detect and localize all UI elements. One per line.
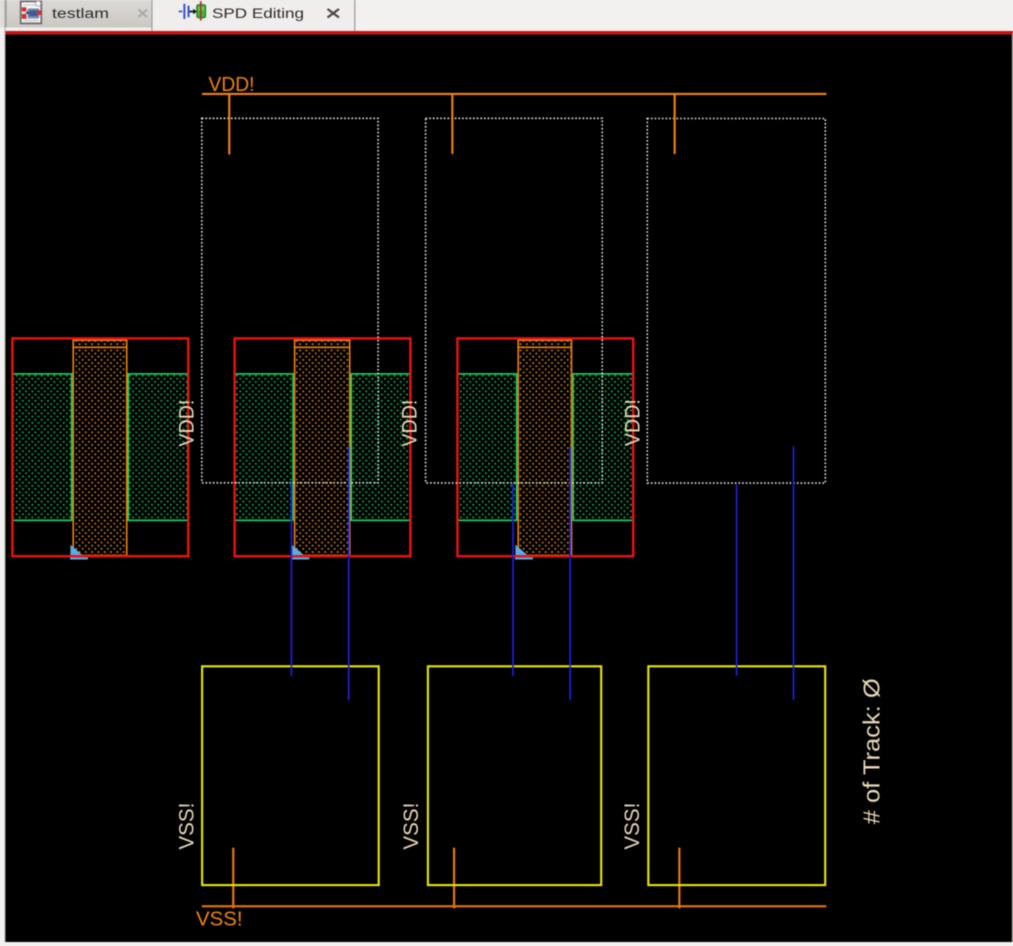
svg-text:SPD Editing: SPD Editing xyxy=(212,6,304,21)
svg-text:VDD!: VDD! xyxy=(620,399,644,446)
svg-text:VDD!: VDD! xyxy=(209,73,255,96)
svg-text:VSS!: VSS! xyxy=(174,803,198,850)
svg-text:testlam: testlam xyxy=(52,6,109,21)
svg-text:VSS!: VSS! xyxy=(196,908,243,931)
svg-text:VSS!: VSS! xyxy=(620,803,644,850)
svg-text:VDD!: VDD! xyxy=(397,400,421,447)
svg-text:VDD!: VDD! xyxy=(174,400,198,447)
svg-text:VSS!: VSS! xyxy=(399,803,423,850)
svg-text:# of Track: Ø: # of Track: Ø xyxy=(858,678,884,824)
